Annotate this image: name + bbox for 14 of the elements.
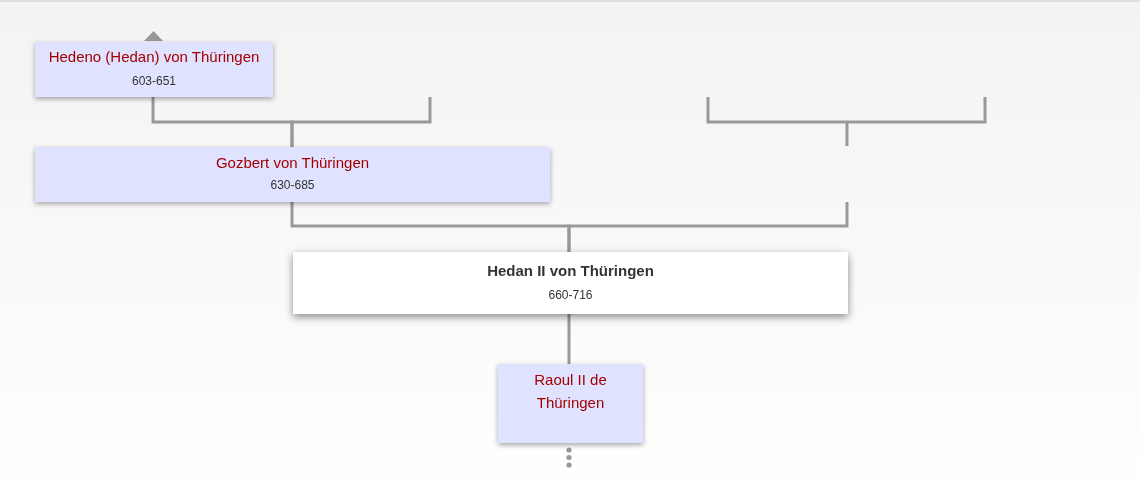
connector-line [567,314,571,364]
connector-line [290,97,432,147]
person-card [498,364,643,443]
person-name: Hedan II von Thüringen [486,261,655,281]
person-card [35,42,273,97]
life-dates: 660-716 [547,287,594,303]
connector-line [567,202,849,252]
person-name: Gozbert von Thüringen [214,153,371,173]
person-card [35,147,550,202]
life-dates: 630-685 [269,177,316,193]
person-card [293,252,848,314]
person-name: Hedeno (Hedan) von Thüringen [47,47,261,67]
life-dates: 603-651 [130,73,177,89]
person-name: Raoul II de Thüringen [533,370,608,413]
